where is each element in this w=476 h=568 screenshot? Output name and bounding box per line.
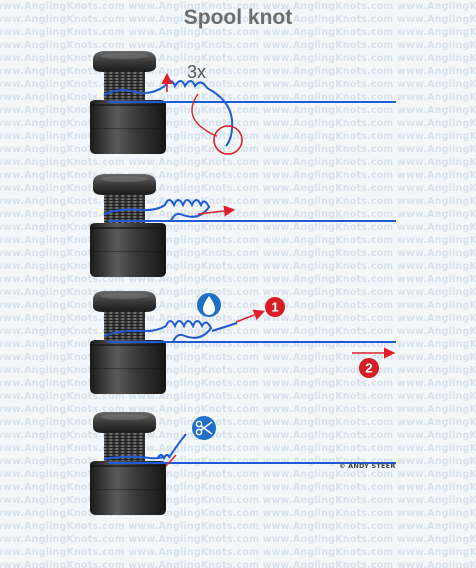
watermark-row: www.AnglingKnots.com www.AnglingKnots.co…: [0, 326, 476, 337]
watermark-row: www.AnglingKnots.com www.AnglingKnots.co…: [0, 560, 476, 568]
watermark-row: www.AnglingKnots.com www.AnglingKnots.co…: [0, 469, 476, 480]
watermark-row: www.AnglingKnots.com www.AnglingKnots.co…: [0, 261, 476, 272]
step-marker-2: 2: [359, 358, 379, 378]
page-title: Spool knot: [183, 6, 293, 29]
watermark-row: www.AnglingKnots.com www.AnglingKnots.co…: [0, 443, 476, 454]
watermark-row: www.AnglingKnots.com www.AnglingKnots.co…: [0, 534, 476, 545]
watermark-row: www.AnglingKnots.com www.AnglingKnots.co…: [0, 430, 476, 441]
step-marker-1-label: 1: [271, 300, 278, 315]
wrap-count-label: 3x: [187, 62, 207, 82]
watermark-row: www.AnglingKnots.com www.AnglingKnots.co…: [0, 404, 476, 415]
watermark-row: www.AnglingKnots.com www.AnglingKnots.co…: [0, 92, 476, 103]
watermark-row: www.AnglingKnots.com www.AnglingKnots.co…: [0, 482, 476, 493]
watermark-row: www.AnglingKnots.com www.AnglingKnots.co…: [0, 131, 476, 142]
watermark-row: www.AnglingKnots.com www.AnglingKnots.co…: [0, 300, 476, 311]
watermark-row: www.AnglingKnots.com www.AnglingKnots.co…: [0, 495, 476, 506]
watermark-row: www.AnglingKnots.com www.AnglingKnots.co…: [0, 157, 476, 168]
watermark-row: www.AnglingKnots.com www.AnglingKnots.co…: [0, 27, 476, 38]
watermark-row: www.AnglingKnots.com www.AnglingKnots.co…: [0, 170, 476, 181]
watermark-row: www.AnglingKnots.com www.AnglingKnots.co…: [0, 235, 476, 246]
scissors-icon: [192, 416, 216, 440]
watermark-row: www.AnglingKnots.com www.AnglingKnots.co…: [0, 313, 476, 324]
watermark-row: www.AnglingKnots.com www.AnglingKnots.co…: [0, 365, 476, 376]
step-2-tighten: [90, 174, 396, 277]
step-marker-1: 1: [265, 297, 285, 317]
watermark-row: www.AnglingKnots.com www.AnglingKnots.co…: [0, 222, 476, 233]
watermark-row: www.AnglingKnots.com www.AnglingKnots.co…: [0, 118, 476, 129]
watermark-row: www.AnglingKnots.com www.AnglingKnots.co…: [0, 1, 476, 12]
watermark-row: www.AnglingKnots.com www.AnglingKnots.co…: [0, 40, 476, 51]
step-3-moisten-pull: 1 2: [90, 291, 396, 394]
watermark-row: www.AnglingKnots.com www.AnglingKnots.co…: [0, 287, 476, 298]
watermark-row: www.AnglingKnots.com www.AnglingKnots.co…: [0, 339, 476, 350]
watermark-row: www.AnglingKnots.com www.AnglingKnots.co…: [0, 417, 476, 428]
watermark-row: www.AnglingKnots.com www.AnglingKnots.co…: [0, 105, 476, 116]
highlight-circle: [213, 125, 243, 155]
watermark-row: www.AnglingKnots.com www.AnglingKnots.co…: [0, 521, 476, 532]
watermark-row: www.AnglingKnots.com www.AnglingKnots.co…: [0, 378, 476, 389]
watermark-row: www.AnglingKnots.com www.AnglingKnots.co…: [0, 248, 476, 259]
watermark-row: www.AnglingKnots.com www.AnglingKnots.co…: [0, 456, 476, 467]
copyright-label: © ANDY STEER: [339, 462, 396, 470]
watermark-row: www.AnglingKnots.com www.AnglingKnots.co…: [0, 274, 476, 285]
water-drop-icon: [197, 293, 221, 317]
watermark-row: www.AnglingKnots.com www.AnglingKnots.co…: [0, 391, 476, 402]
watermark-row: www.AnglingKnots.com www.AnglingKnots.co…: [0, 53, 476, 64]
watermark-row: www.AnglingKnots.com www.AnglingKnots.co…: [0, 508, 476, 519]
watermark-row: www.AnglingKnots.com www.AnglingKnots.co…: [0, 209, 476, 220]
watermark-row: www.AnglingKnots.com www.AnglingKnots.co…: [0, 79, 476, 90]
watermark-row: www.AnglingKnots.com www.AnglingKnots.co…: [0, 183, 476, 194]
step-marker-2-label: 2: [365, 361, 372, 376]
watermark-row: www.AnglingKnots.com www.AnglingKnots.co…: [0, 14, 476, 25]
watermark-row: www.AnglingKnots.com www.AnglingKnots.co…: [0, 66, 476, 77]
watermark-row: www.AnglingKnots.com www.AnglingKnots.co…: [0, 547, 476, 558]
watermark-row: www.AnglingKnots.com www.AnglingKnots.co…: [0, 196, 476, 207]
watermark-row: www.AnglingKnots.com www.AnglingKnots.co…: [0, 352, 476, 363]
step-4-trim: [90, 412, 396, 515]
step-1-wrap: [90, 51, 396, 155]
